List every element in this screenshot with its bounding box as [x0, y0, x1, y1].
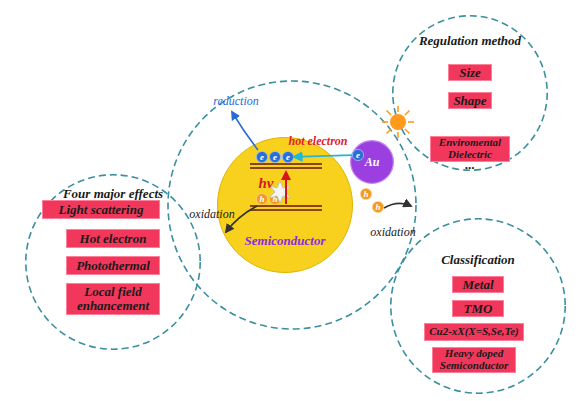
category-box: Hot electron — [66, 229, 160, 248]
node-text: Hot electron — [67, 231, 159, 245]
group-circle: Regulation methodSizeShapeEnviromental D… — [392, 15, 548, 171]
node-text: h — [256, 193, 268, 205]
gold-particle-shape — [351, 141, 394, 184]
electron-symbol: e — [352, 149, 364, 161]
node-text: h — [269, 193, 281, 205]
electron-symbol-shape — [282, 151, 293, 162]
group-circle-shape — [26, 175, 200, 349]
category-box: Shape — [448, 92, 492, 109]
group-circle-shape — [393, 16, 547, 170]
node-text: Size — [449, 65, 491, 79]
reaction-label: reduction — [213, 94, 259, 109]
node-text: Cu2-xX(X=S,Se,Te) — [425, 326, 523, 338]
hole-symbol: h — [372, 201, 384, 213]
central-dashed-ring — [168, 81, 416, 329]
category-box: Heavy doped Semiconductor — [432, 347, 516, 373]
node-text: Photothermal — [67, 258, 159, 272]
category-box: TMO — [452, 300, 504, 317]
group-circle: ClassificationMetalTMO Cu2-xX(X=S,Se,Te) H… — [390, 218, 566, 394]
electron-symbol-shape — [256, 151, 267, 162]
node-text: e — [352, 149, 364, 161]
node-text: Shape — [449, 93, 491, 107]
hole-symbol: h — [360, 188, 372, 200]
carrier-label: hot electron — [289, 134, 348, 149]
category-box: Light scattering — [42, 200, 160, 219]
oxidation-arrow — [384, 203, 411, 208]
hole-symbol: h — [269, 193, 281, 205]
electron-symbol: e — [282, 151, 294, 163]
reaction-label: oxidation — [189, 207, 234, 222]
hole-symbol-shape — [372, 201, 383, 212]
node-text: Local field enhancement — [67, 285, 159, 314]
electron-transfer-arrow — [294, 155, 352, 157]
node-text: TMO — [453, 301, 503, 315]
hole-symbol-shape — [360, 188, 371, 199]
node-text: Classification — [390, 252, 566, 268]
ellipsis-note: ... — [465, 157, 475, 173]
group-circle: Four major effectsLight scatteringHot el… — [25, 174, 201, 350]
node-text: Light scattering — [43, 202, 159, 216]
category-box: Photothermal — [66, 256, 160, 275]
node-text: Regulation method — [392, 33, 548, 49]
group-circle-shape — [391, 219, 565, 393]
node-text: Metal — [453, 277, 503, 291]
hole-symbol: h — [256, 193, 268, 205]
semiconductor-circle: Semiconductoreeehh — [217, 137, 353, 273]
node-text: e — [269, 151, 281, 163]
electron-symbol-shape — [269, 151, 280, 162]
photon-label: hν — [259, 175, 274, 192]
hole-symbol-shape — [269, 193, 280, 204]
node-text: e — [282, 151, 294, 163]
sun-symbol — [382, 106, 414, 138]
node-text: Semiconductor — [217, 233, 353, 249]
reduction-arrow — [232, 112, 258, 150]
electron-symbol: e — [269, 151, 281, 163]
reaction-label: oxidation — [370, 225, 415, 240]
category-box: Cu2-xX(X=S,Se,Te) — [424, 323, 524, 341]
electron-symbol-shape — [352, 149, 363, 160]
category-box: Local field enhancement — [66, 283, 160, 315]
category-box: Metal — [452, 276, 504, 293]
excitation-arrow — [285, 172, 287, 204]
node-text: h — [372, 201, 384, 213]
valence-band — [250, 206, 322, 210]
node-text: Heavy doped Semiconductor — [433, 348, 515, 371]
category-box: Size — [448, 64, 492, 81]
semiconductor-circle-shape — [218, 138, 353, 273]
hole-symbol-shape — [256, 193, 267, 204]
electron-symbol: e — [256, 151, 268, 163]
gold-particle: Aue — [350, 140, 394, 184]
node-text: h — [360, 188, 372, 200]
node-text: e — [256, 151, 268, 163]
conduction-band — [250, 164, 322, 168]
